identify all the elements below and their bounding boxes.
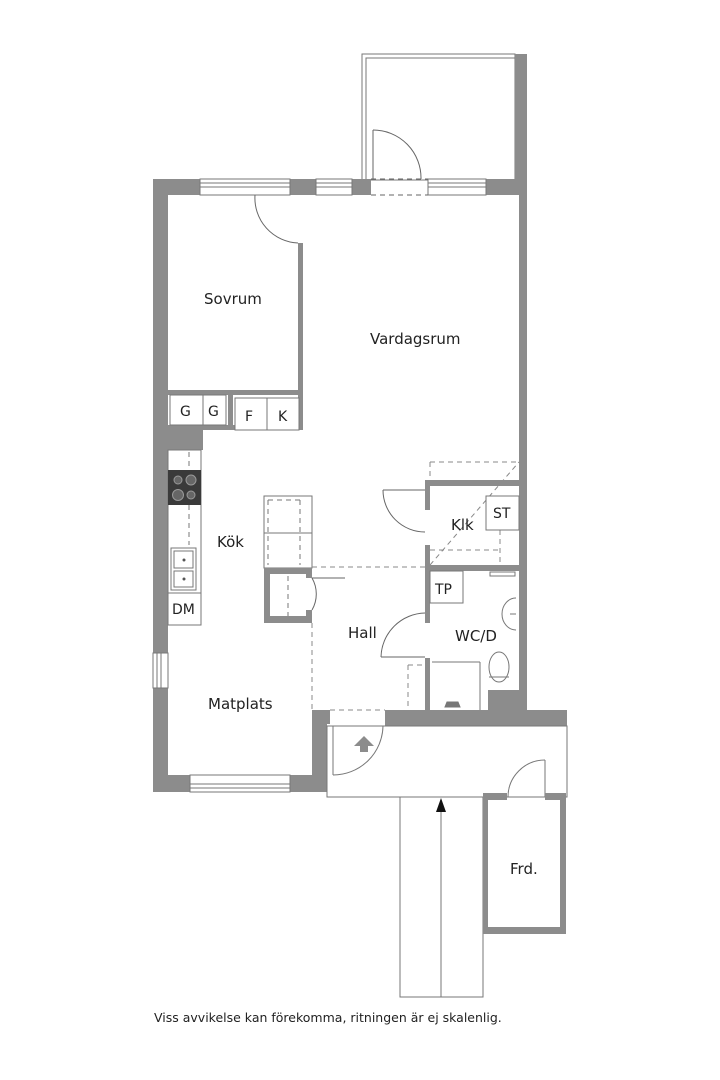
fridge-label: K	[278, 409, 288, 425]
balcony	[361, 53, 516, 181]
kitchen-island	[263, 495, 313, 569]
disclaimer-text: Viss avvikelse kan förekomma, ritningen …	[154, 1010, 502, 1025]
outer-walls	[153, 179, 567, 792]
entrance-arrow-icon	[354, 736, 374, 752]
entrance-area	[326, 725, 568, 798]
room-label-frd: Frd.	[510, 860, 538, 878]
laundry-label: TP	[434, 582, 452, 598]
room-label-hall: Hall	[348, 624, 377, 642]
laundry-box	[429, 570, 464, 604]
floor-plan: G G F K DM	[152, 53, 568, 998]
room-label-vardagsrum: Vardagsrum	[370, 330, 461, 348]
wardrobe-label-g2: G	[208, 404, 219, 420]
walkway	[399, 796, 484, 998]
walkway-arrow-icon	[436, 798, 446, 812]
wardrobe-label-g1: G	[180, 404, 191, 420]
windows	[152, 178, 487, 793]
hall-dashes	[311, 461, 520, 711]
kitchen-counter	[167, 449, 202, 626]
hall-closet	[264, 568, 345, 623]
stove	[168, 470, 201, 505]
dishwasher-label: DM	[172, 602, 195, 618]
storage-box	[485, 495, 520, 531]
storage-label: ST	[493, 506, 511, 522]
bedroom-door	[254, 194, 299, 244]
room-label-matplats: Matplats	[208, 695, 273, 713]
room-label-wcd: WC/D	[455, 627, 497, 645]
wet-room-walls	[425, 480, 519, 710]
bathroom-fixtures	[432, 571, 517, 710]
room-label-kok: Kök	[217, 533, 244, 551]
balcony-door	[371, 129, 428, 196]
room-label-klk: Klk	[451, 516, 474, 534]
closet-door	[382, 489, 426, 533]
bathroom-door	[380, 612, 426, 658]
balcony-wall	[515, 54, 527, 190]
room-label-sovrum: Sovrum	[204, 290, 262, 308]
freezer-label: F	[245, 409, 253, 425]
wardrobes	[169, 394, 300, 431]
